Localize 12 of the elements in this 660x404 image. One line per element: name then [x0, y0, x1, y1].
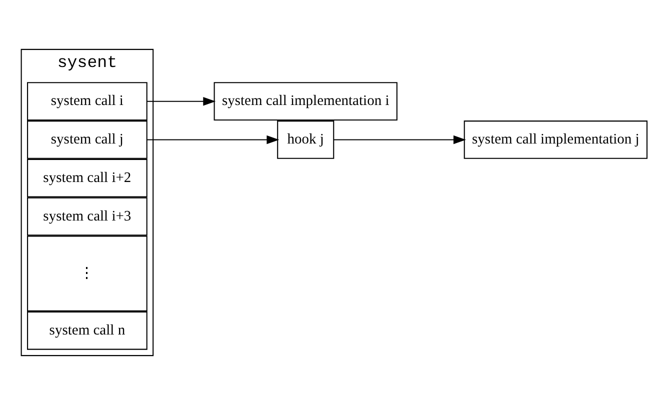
node-box: system call n [27, 310, 148, 350]
node-box: system call i [27, 82, 148, 120]
arrow [147, 96, 216, 106]
node-box: system call implementation j [464, 120, 648, 158]
node-box: system call i+3 [27, 196, 148, 236]
node-box: hook j [277, 120, 334, 158]
arrow [147, 134, 280, 144]
node-box: system call i+2 [27, 158, 148, 197]
node-box: system call j [27, 120, 148, 158]
node-box: system call implementation i [214, 82, 398, 120]
node-box: ⋮ [27, 235, 148, 311]
arrow [334, 134, 466, 144]
